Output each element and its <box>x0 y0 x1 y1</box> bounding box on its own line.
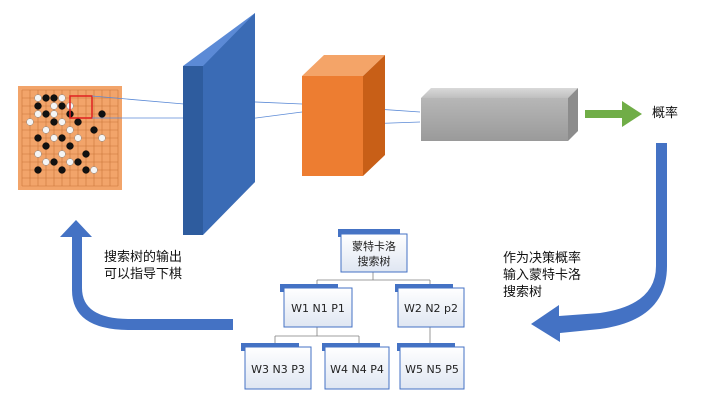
tree-root-node: 蒙特卡洛 搜索树 <box>338 229 408 273</box>
board-highlight-box <box>69 95 93 119</box>
white-stone <box>34 150 42 158</box>
black-stone <box>66 142 74 150</box>
output-layer-block <box>421 88 578 141</box>
black-stone <box>90 126 98 134</box>
caption-line: 可以指导下棋 <box>104 267 183 282</box>
black-stone <box>34 134 42 142</box>
white-stone <box>50 102 58 110</box>
black-stone <box>42 142 50 150</box>
caption-line: 搜索树的输出 <box>104 250 183 265</box>
tree-node: W4 N4 P4 <box>322 343 390 390</box>
green-arrow-icon <box>585 101 642 127</box>
black-stone <box>98 110 106 118</box>
conv-layer-block <box>183 13 255 235</box>
caption-line: 输入蒙特卡洛 <box>503 268 582 283</box>
node-label: W5 N5 P5 <box>405 363 459 376</box>
node-label: W1 N1 P1 <box>291 302 345 315</box>
black-stone <box>34 166 42 174</box>
root-line-1: 蒙特卡洛 <box>352 239 396 253</box>
black-stone <box>50 158 58 166</box>
policy-input-caption: 作为决策概率 输入蒙特卡洛 搜索树 <box>503 250 581 301</box>
black-stone <box>42 110 50 118</box>
tree-node: W1 N1 P1 <box>280 284 353 328</box>
black-stone <box>74 118 82 126</box>
probability-label: 概率 <box>652 106 679 121</box>
node-label: W3 N3 P3 <box>251 363 305 376</box>
white-stone <box>90 166 98 174</box>
node-label: W2 N2 p2 <box>404 302 458 315</box>
node-label: W4 N4 P4 <box>330 363 384 376</box>
curved-arrow-icon <box>531 143 667 342</box>
black-stone <box>58 134 66 142</box>
go-board-icon <box>18 86 122 190</box>
white-stone <box>42 158 50 166</box>
black-stone <box>42 94 50 102</box>
white-stone <box>58 150 66 158</box>
white-stone <box>98 134 106 142</box>
black-stone <box>58 102 66 110</box>
white-stone <box>50 110 58 118</box>
caption-line: 搜索树 <box>503 285 543 300</box>
white-stone <box>66 126 74 134</box>
white-stone <box>26 118 34 126</box>
black-stone <box>34 102 42 110</box>
root-line-2: 搜索树 <box>358 254 391 268</box>
white-stone <box>58 118 66 126</box>
white-stone <box>66 158 74 166</box>
white-stone <box>34 110 42 118</box>
black-stone <box>74 158 82 166</box>
mcts-output-caption: 搜索树的输出 可以指导下棋 <box>104 249 182 283</box>
caption-line: 作为决策概率 <box>503 251 582 266</box>
white-stone <box>42 126 50 134</box>
black-stone <box>50 118 58 126</box>
white-stone <box>34 94 42 102</box>
tree-node: W3 N3 P3 <box>241 343 312 390</box>
tree-node: W5 N5 P5 <box>397 343 465 390</box>
white-stone <box>50 134 58 142</box>
curved-arrow-icon <box>60 220 233 330</box>
tree-node: W2 N2 p2 <box>395 284 465 328</box>
black-stone <box>82 166 90 174</box>
white-stone <box>74 134 82 142</box>
white-stone <box>58 94 66 102</box>
black-stone <box>58 166 66 174</box>
hidden-layer-block <box>302 55 385 176</box>
black-stone <box>82 150 90 158</box>
black-stone <box>50 94 58 102</box>
